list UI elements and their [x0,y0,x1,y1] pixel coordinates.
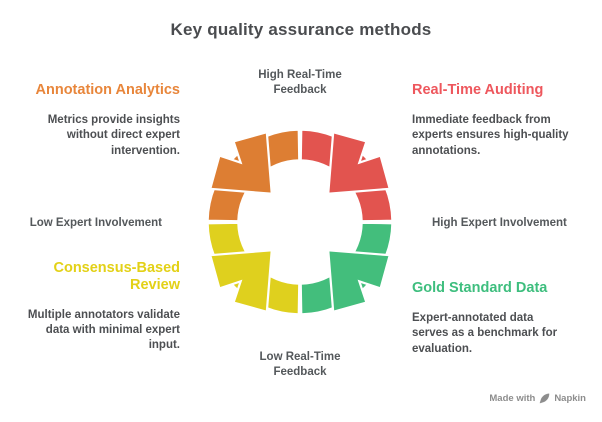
annotation-analytics-description: Metrics provide insights without direct … [47,113,180,157]
consensus-based-review-description: Multiple annotators validate data with m… [27,308,180,352]
consensus-based-review-heading: Consensus-Based Review [53,260,180,293]
real-time-auditing-description: Immediate feedback from experts ensures … [412,113,569,157]
watermark-brand: Napkin [554,393,586,404]
axis-label-top: High Real-Time Feedback [258,69,342,96]
cycle-arrow-red-icon [327,130,392,195]
cycle-arrow-yellow-icon [208,249,273,314]
quadrant-real-time-auditing: Real-Time Auditing Immediate feedback fr… [412,82,594,159]
made-with-napkin-watermark: Made with Napkin [489,393,586,404]
quadrant-consensus-based-review: Consensus-Based Review Multiple annotato… [8,260,180,354]
annotation-analytics-heading: Annotation Analytics [35,82,180,98]
watermark-prefix: Made with [489,393,536,404]
cycle-diagram [207,129,393,315]
quadrant-annotation-analytics: Annotation Analytics Metrics provide ins… [8,82,180,159]
axis-label-right: High Expert Involvement [432,217,567,229]
gold-standard-data-description: Expert-annotated data serves as a benchm… [412,311,558,355]
axis-label-bottom: Low Real-Time Feedback [259,351,341,378]
diagram-title: Key quality assurance methods [170,20,432,39]
quadrant-gold-standard-data: Gold Standard Data Expert-annotated data… [412,280,594,357]
real-time-auditing-heading: Real-Time Auditing [412,82,544,98]
cycle-arrow-green-icon [327,249,392,314]
axis-label-left: Low Expert Involvement [29,217,162,229]
napkin-feather-icon [539,393,550,404]
cycle-arrow-orange-icon [208,130,273,195]
gold-standard-data-heading: Gold Standard Data [412,280,548,296]
